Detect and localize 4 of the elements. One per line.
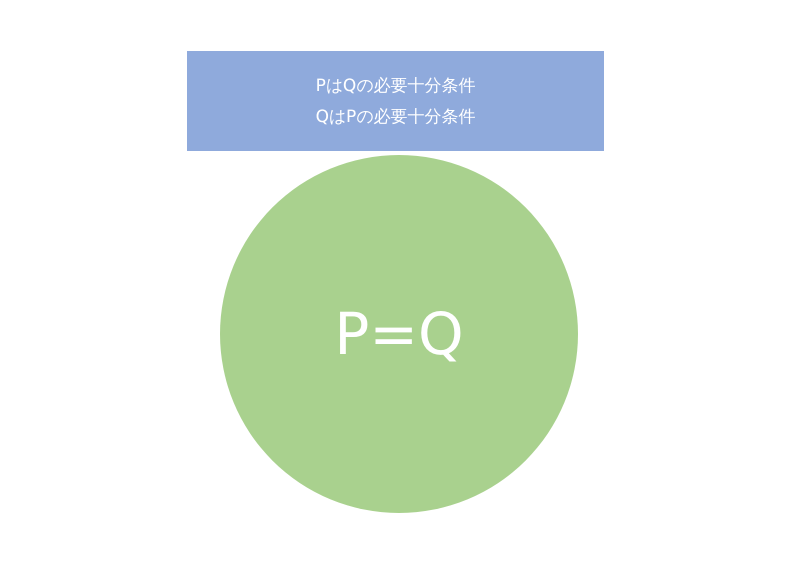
statement-text: QはPの必要十分条件 — [316, 106, 476, 128]
equation-text: P=Q — [334, 300, 464, 368]
statement-text: PはQの必要十分条件 — [316, 75, 476, 97]
text-box — [187, 51, 604, 151]
